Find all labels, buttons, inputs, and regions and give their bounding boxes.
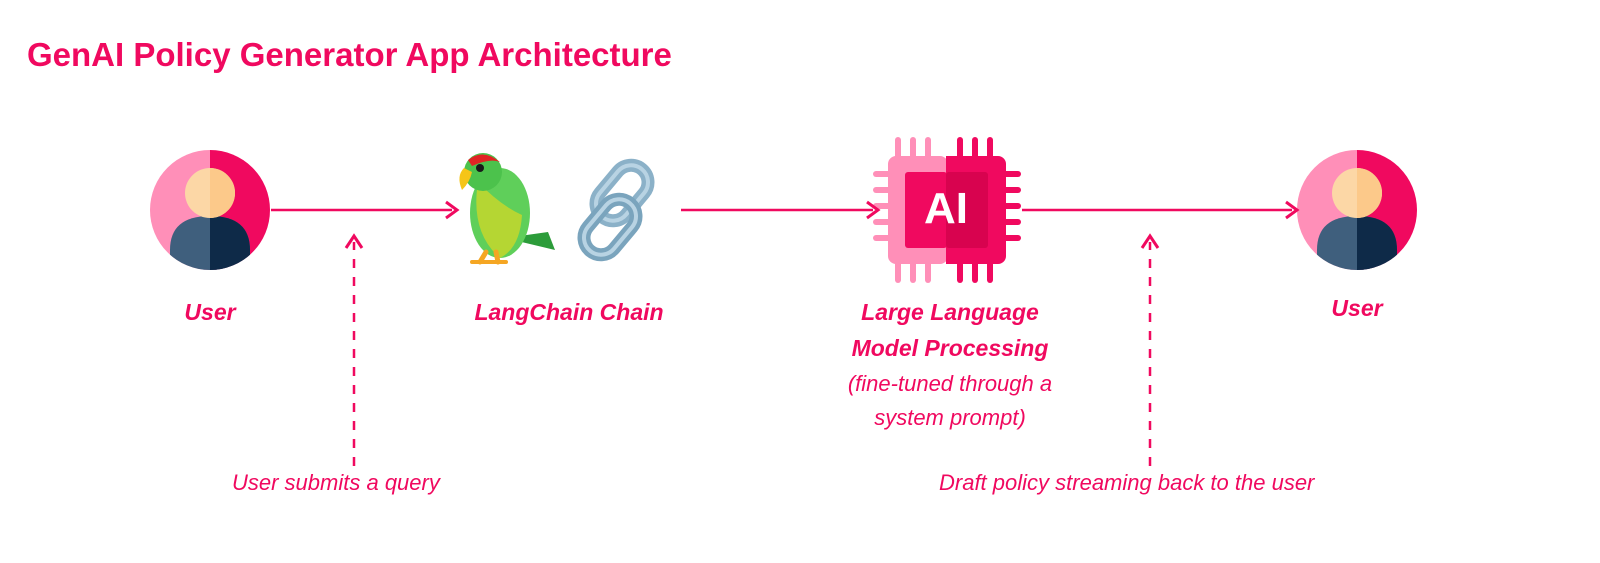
parrot-icon bbox=[459, 153, 555, 265]
llm-sub-line2: system prompt) bbox=[874, 405, 1026, 430]
user-left-label: User bbox=[184, 299, 236, 325]
annotation-stream: Draft policy streaming back to the user bbox=[939, 470, 1315, 495]
ai-chip-icon bbox=[873, 137, 1021, 283]
ai-chip-label: AI bbox=[924, 184, 968, 233]
langchain-label: LangChain Chain bbox=[474, 299, 664, 325]
user-avatar-icon bbox=[1297, 150, 1417, 270]
llm-label-line1: Large Language bbox=[861, 299, 1039, 325]
llm-sub-line1: (fine-tuned through a bbox=[847, 371, 1053, 396]
chain-link-icon bbox=[577, 158, 655, 262]
flow-arrows bbox=[271, 200, 1300, 220]
page-title: GenAI Policy Generator App Architecture bbox=[27, 36, 672, 73]
annotation-arrows bbox=[344, 233, 1160, 466]
llm-label-line2: Model Processing bbox=[851, 335, 1049, 361]
user-right-label: User bbox=[1331, 295, 1383, 321]
annotation-query: User submits a query bbox=[232, 470, 440, 495]
user-avatar-icon bbox=[150, 150, 270, 270]
